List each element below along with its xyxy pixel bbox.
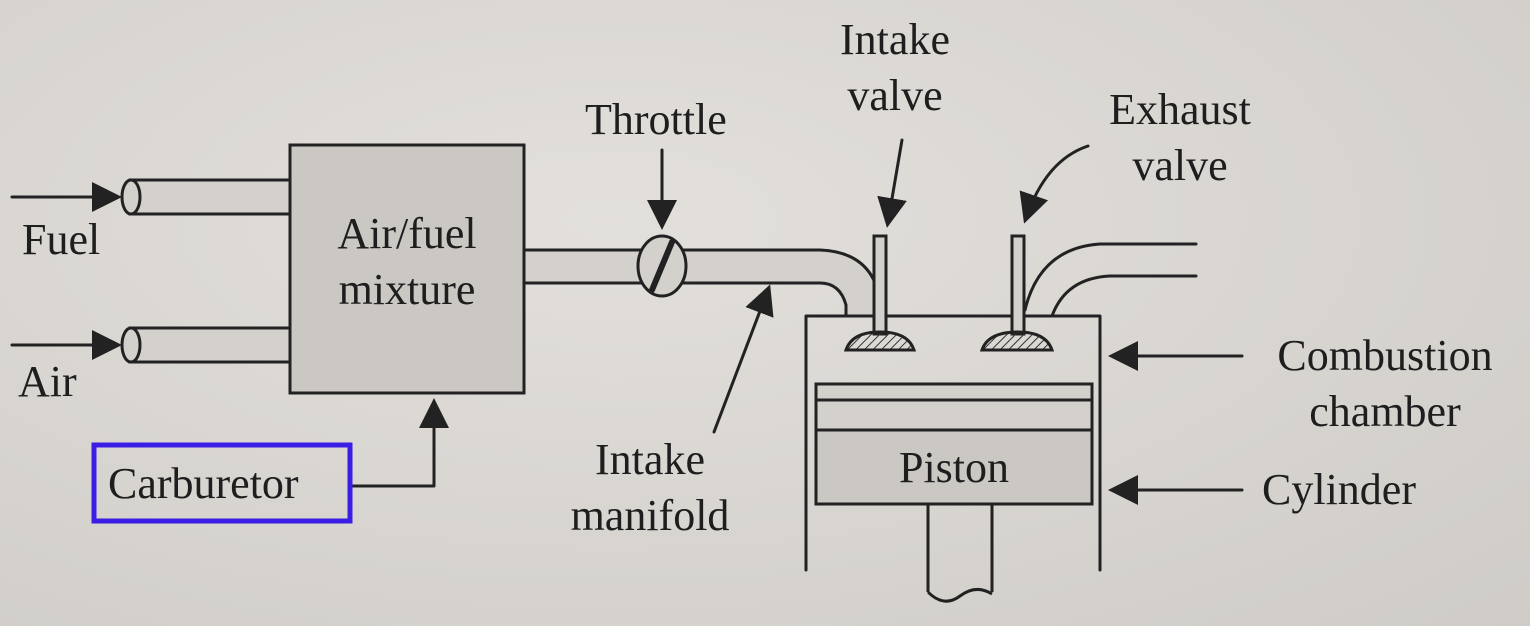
carburetor-label: Carburetor (108, 459, 299, 508)
air-label: Air (18, 357, 77, 406)
intake-manifold-label: Intake manifold (540, 432, 760, 544)
exhaust-valve-label-line2: valve (1132, 141, 1228, 190)
intake-valve-label-line1: Intake (840, 15, 950, 64)
piston-label: Piston (898, 443, 1010, 492)
connecting-rod (926, 504, 994, 603)
mixture-label-line2: mixture (338, 265, 476, 314)
mixture-label: Air/fuel mixture (300, 206, 514, 318)
throttle-valve (636, 234, 688, 298)
intake-valve-arrow (877, 138, 907, 228)
piston (814, 382, 1094, 506)
fuel-label: Fuel (22, 215, 101, 264)
intake-manifold-label-line2: manifold (570, 491, 730, 540)
exhaust-valve (979, 234, 1055, 352)
intake-manifold-label-line1: Intake (595, 435, 705, 484)
fuel-inlet-pipe (120, 178, 294, 216)
mixture-box (288, 143, 526, 395)
intake-manifold-pipe (522, 248, 882, 318)
throttle-label: Throttle (585, 95, 727, 144)
intake-manifold-arrow (712, 284, 774, 434)
exhaust-valve-arrow (1019, 144, 1090, 224)
combustion-chamber-label: Combustion chamber (1252, 328, 1518, 440)
combustion-chamber-label-line1: Combustion (1277, 331, 1493, 380)
carburetor-highlight-box (91, 442, 353, 524)
exhaust-valve-label: Exhaust valve (1082, 82, 1278, 194)
intake-valve-label-line2: valve (847, 71, 943, 120)
exhaust-valve-label-line1: Exhaust (1109, 85, 1251, 134)
air-inlet-pipe (120, 326, 294, 364)
cylinder-label: Cylinder (1262, 465, 1416, 514)
combustion-chamber-label-line2: chamber (1309, 387, 1461, 436)
intake-valve-label: Intake valve (810, 12, 980, 124)
mixture-label-line1: Air/fuel (337, 209, 477, 258)
intake-valve (843, 234, 917, 352)
cylinder-wall (804, 314, 1102, 572)
carburetor-arrow (350, 398, 449, 488)
exhaust-pipe (1023, 242, 1198, 318)
